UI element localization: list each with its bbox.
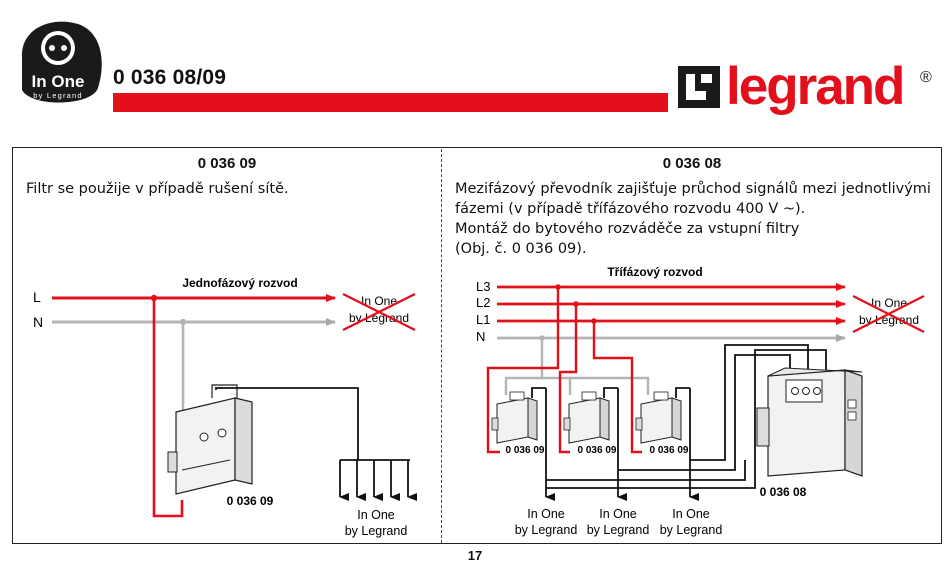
right-phase-feed-L1 — [592, 321, 642, 454]
legrand-symbol-icon — [678, 66, 720, 108]
left-line-label-N: N — [33, 314, 43, 330]
single-phase-diagram: Jednofázový rozvod L N 0 036 09 In One — [33, 276, 417, 538]
left-line-label-L: L — [33, 289, 41, 305]
in-one-badge-logo: In One by Legrand — [21, 21, 102, 103]
right-filter-device-3 — [635, 391, 682, 444]
right-diagram-title: Třífázový rozvod — [607, 265, 702, 279]
right-desc-line-4: (Obj. č. 0 036 09). — [455, 241, 587, 257]
right-section-code: 0 036 08 — [662, 155, 722, 172]
right-converter-wire-1 — [546, 460, 746, 481]
left-filter-label: 0 036 09 — [227, 494, 274, 508]
right-desc-line-2: fázemi (v případě třífázového rozvodu 40… — [455, 201, 806, 217]
right-converter-wire-3 — [690, 344, 809, 461]
right-output-target-2-line1: In One — [599, 507, 637, 521]
right-line-label-L2: L2 — [476, 295, 490, 310]
page-number: 17 — [467, 548, 483, 563]
badge-line2: by Legrand — [33, 91, 83, 100]
right-filter-label-3: 0 036 09 — [650, 445, 689, 456]
right-phase-feed-L2 — [558, 304, 578, 454]
right-phase-feed-L3 — [486, 287, 560, 454]
right-converter-device — [756, 367, 863, 477]
right-filter-device-2 — [563, 391, 610, 444]
left-output-target-line1: In One — [357, 508, 395, 522]
left-diagram-title: Jednofázový rozvod — [182, 276, 297, 290]
right-cross-mark-b — [852, 295, 925, 333]
three-phase-diagram: Třífázový rozvod L3 L2 L1 N — [476, 265, 925, 537]
right-neutral-feed-3 — [570, 376, 650, 395]
right-output-target-2-line2: by Legrand — [587, 523, 650, 537]
left-output-wire — [215, 387, 359, 460]
right-output-target-1-line1: In One — [527, 507, 565, 521]
right-section-description: Mezifázový převodník zajišťuje průchod s… — [455, 179, 935, 259]
right-converter-wire-2 — [618, 354, 791, 471]
right-line-label-N: N — [476, 329, 485, 344]
left-crossed-target-line1: In One — [361, 294, 397, 308]
legrand-logo: legrand ® — [678, 60, 932, 116]
content-frame — [12, 147, 942, 544]
left-crossed-target-line2: by Legrand — [349, 311, 409, 325]
right-output-target-1-line2: by Legrand — [515, 523, 578, 537]
right-filter-label-2: 0 036 09 — [578, 445, 617, 456]
left-section-code: 0 036 09 — [197, 155, 257, 172]
right-output-target-3-line2: by Legrand — [660, 523, 723, 537]
brand-name: legrand — [726, 60, 903, 116]
right-converter-wire-4 — [546, 349, 827, 489]
right-crossed-target-line1: In One — [871, 296, 907, 310]
right-output-target-3-line1: In One — [672, 507, 710, 521]
right-line-label-L1: L1 — [476, 312, 490, 327]
section-divider — [441, 149, 442, 543]
right-filter-device-1 — [491, 391, 538, 444]
left-section-description: Filtr se použije v případě rušení sítě. — [26, 181, 289, 197]
left-filter-feed-L — [152, 298, 184, 518]
model-title: 0 036 08/09 — [113, 66, 227, 89]
left-filter-device — [167, 384, 253, 495]
right-neutral-feed-1 — [504, 338, 544, 395]
registered-mark: ® — [920, 69, 932, 86]
right-converter-label: 0 036 08 — [760, 485, 807, 499]
left-output-target-line2: by Legrand — [345, 524, 408, 538]
right-desc-line-1: Mezifázový převodník zajišťuje průchod s… — [455, 181, 931, 197]
right-filter-label-1: 0 036 09 — [506, 445, 545, 456]
badge-line1: In One — [32, 72, 85, 91]
right-line-label-L3: L3 — [476, 279, 490, 294]
right-desc-line-3: Montáž do bytového rozváděče za vstupní … — [455, 221, 800, 237]
right-crossed-target-line2: by Legrand — [859, 313, 919, 327]
left-cross-mark-b — [342, 293, 416, 331]
header-red-band — [113, 93, 668, 112]
